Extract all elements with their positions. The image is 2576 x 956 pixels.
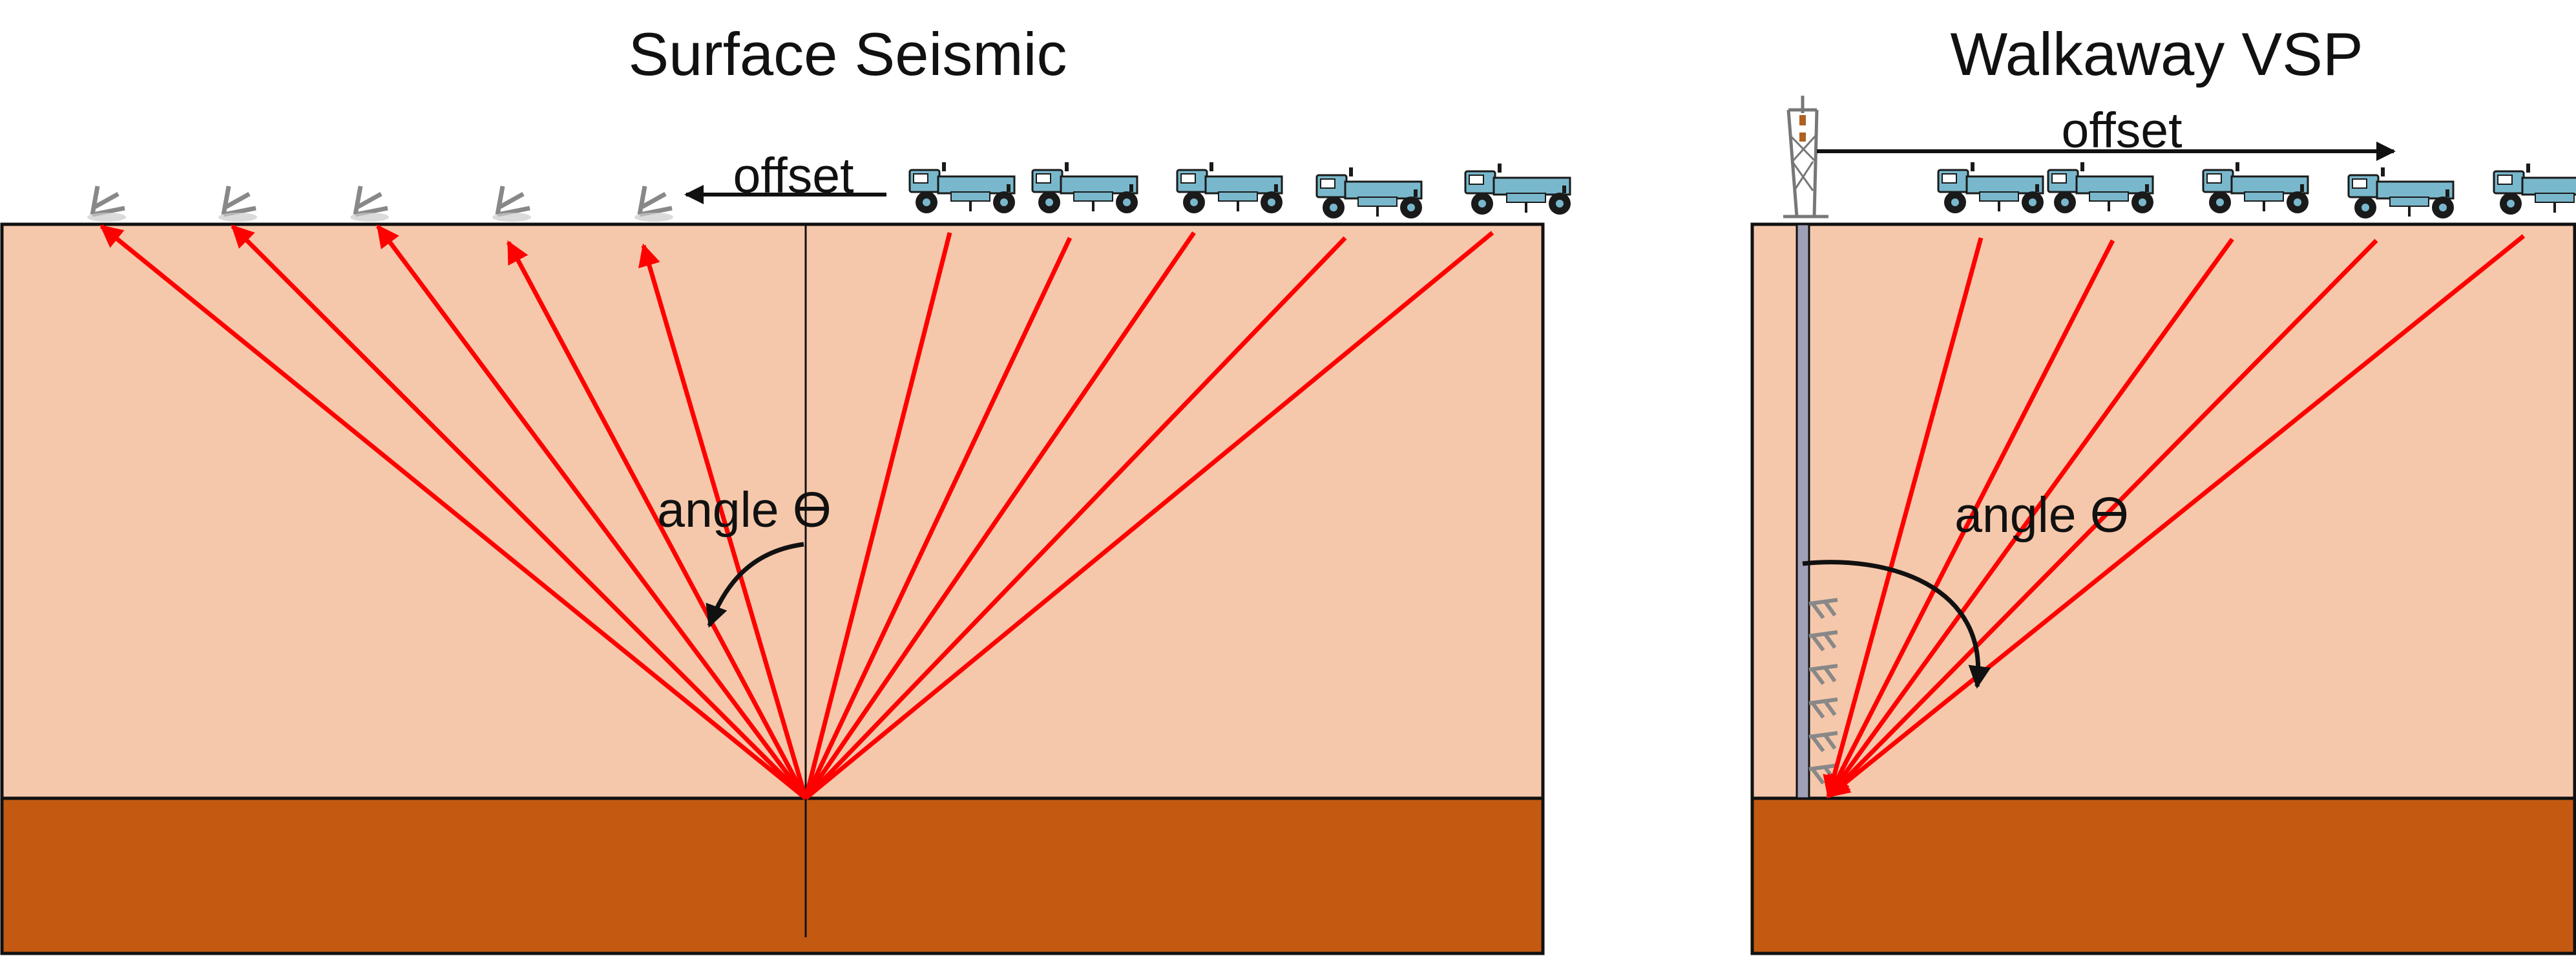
seismic-ray [1827, 239, 2378, 798]
vibroseis-truck-icon [1937, 161, 2045, 215]
vibroseis-truck-icon [1464, 162, 1572, 216]
angle-arc [1802, 560, 1991, 689]
offset-label: offset [2062, 103, 2183, 158]
vibroseis-truck-icon [2493, 162, 2576, 216]
seismic-ray [506, 240, 808, 800]
seismic-ray [804, 231, 1494, 800]
reflector-layer [0, 796, 1545, 955]
geophone-icon [87, 186, 126, 222]
seismic-ray [804, 236, 1347, 800]
seismic-ray [1827, 234, 2526, 798]
overburden-layer [0, 222, 1545, 800]
geophone-icon [350, 186, 389, 222]
surface-source-group [908, 161, 1572, 220]
vibroseis-truck-icon [908, 161, 1016, 215]
geophone-icon [492, 186, 531, 222]
vibroseis-truck-icon [2047, 161, 2155, 215]
geophone-icon [634, 186, 673, 222]
reflector-layer [1750, 796, 2576, 955]
borehole [1796, 223, 1810, 800]
vibroseis-truck-icon [2202, 161, 2310, 215]
surface-seismic-title: Surface Seismic [628, 20, 1067, 88]
seismic-ray [1827, 237, 2234, 798]
seismic-ray [1823, 237, 1984, 799]
seismic-ray [99, 224, 808, 800]
vibroseis-truck-icon [1315, 166, 1423, 220]
seismic-ray [231, 224, 808, 800]
seismic-ray [1826, 239, 2115, 799]
seismic-ray [376, 224, 808, 800]
walkaway-vsp-panel: Walkaway VSP [1750, 20, 2576, 955]
drilling-derrick-icon [1783, 96, 1828, 218]
walkaway-vsp-title: Walkaway VSP [1950, 20, 2363, 88]
seismic-ray [638, 243, 808, 799]
seismic-ray [803, 232, 952, 799]
angle-arc [706, 542, 804, 628]
vsp-source-group [1937, 161, 2576, 220]
overburden-layer [1750, 222, 2576, 800]
surface-ray-group [99, 224, 1494, 800]
surface-seismic-panel: Surface Seismic offset angle ϴ [0, 20, 1572, 955]
vsp-ray-group [1823, 234, 2526, 799]
vibroseis-truck-icon [2347, 166, 2455, 220]
geophone-icon [218, 186, 257, 222]
angle-label: angle ϴ [657, 482, 832, 538]
vibroseis-truck-icon [1031, 161, 1139, 215]
surface-receiver-group [87, 186, 673, 222]
angle-label: angle ϴ [1954, 487, 2129, 543]
vibroseis-truck-icon [1176, 161, 1284, 215]
offset-label: offset [733, 148, 854, 204]
seismic-ray [804, 231, 1196, 800]
seismic-ray [803, 237, 1073, 800]
